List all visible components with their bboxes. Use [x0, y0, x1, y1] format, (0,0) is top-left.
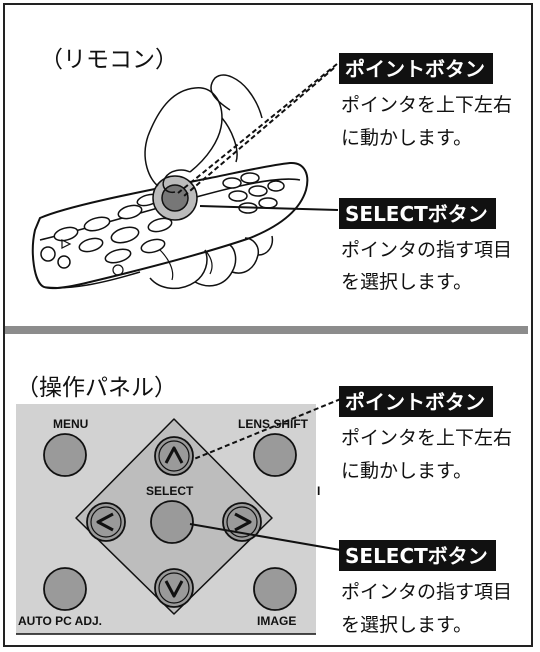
remote-point-button-label: ポイントボタン — [339, 53, 493, 84]
panel-select-desc-line1: ポインタの指す項目 — [341, 581, 513, 603]
remote-select-button-label: SELECTボタン — [339, 198, 496, 229]
select-label: SELECT — [146, 484, 194, 498]
remote-select-desc-line2: を選択します。 — [341, 271, 473, 293]
lens-shift-label: LENS SHIFT — [238, 417, 309, 431]
panel-point-desc-line1: ポインタを上下左右 — [341, 427, 513, 449]
panel-select-desc-line2: を選択します。 — [341, 614, 473, 636]
panel-point-desc-line2: に動かします。 — [341, 460, 473, 482]
right-arrow-icon — [234, 512, 252, 532]
image-label: IMAGE — [257, 614, 297, 628]
auto-pc-adj-button — [43, 567, 87, 611]
left-arrow-button — [86, 502, 126, 542]
remote-select-desc-line1: ポインタの指す項目 — [341, 239, 513, 261]
section-divider — [5, 326, 528, 334]
panel-edge-mark: I — [317, 484, 321, 498]
remote-heading: （リモコン） — [40, 47, 178, 73]
lens-shift-button — [253, 433, 297, 477]
down-arrow-icon — [164, 580, 184, 598]
panel-select-button-label: SELECTボタン — [339, 540, 496, 571]
remote-point-desc-line1: ポインタを上下左右 — [341, 94, 513, 116]
panel-point-button-label: ポイントボタン — [339, 386, 493, 417]
remote-point-desc-line2: に動かします。 — [341, 127, 473, 149]
down-arrow-button — [154, 568, 194, 608]
auto-pc-adj-label: AUTO PC ADJ. — [18, 614, 103, 628]
image-button — [253, 567, 297, 611]
page-frame — [3, 3, 533, 647]
up-arrow-icon — [164, 446, 184, 464]
panel-heading: （操作パネル） — [16, 375, 177, 401]
menu-label: MENU — [53, 417, 89, 431]
menu-button — [43, 433, 87, 477]
select-button — [150, 500, 194, 544]
up-arrow-button — [154, 436, 194, 476]
left-arrow-icon — [96, 512, 114, 532]
